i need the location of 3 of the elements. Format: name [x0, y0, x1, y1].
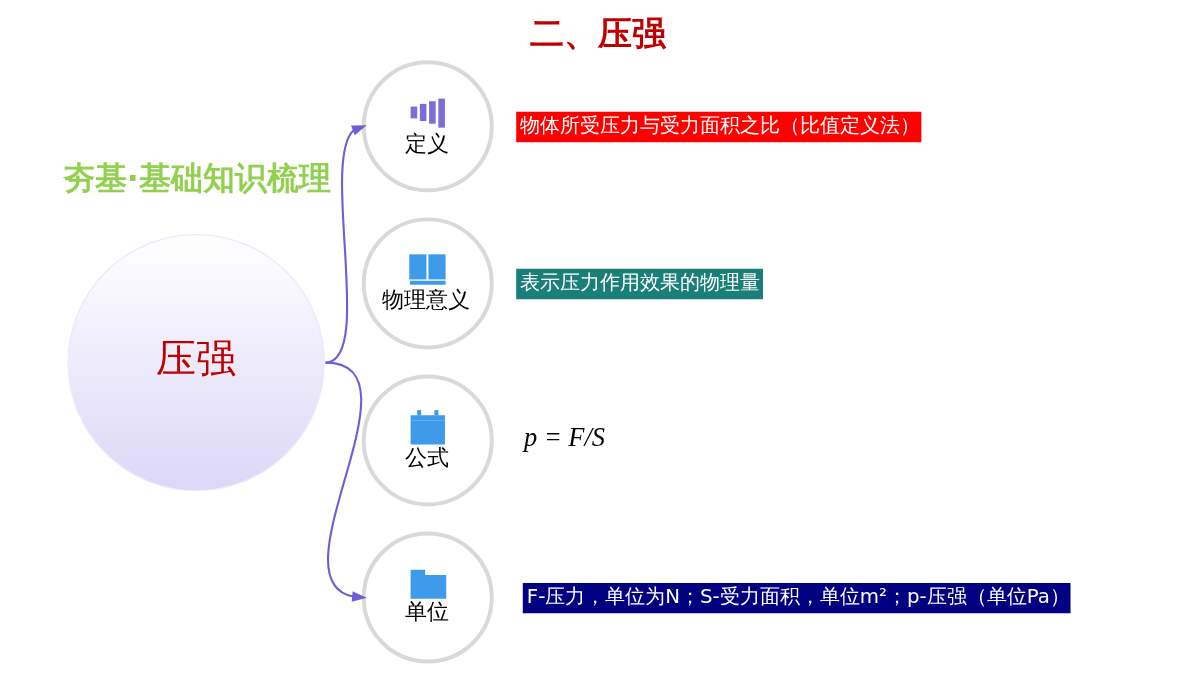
- node-label: p = F/S: [524, 421, 605, 452]
- diagram-title: 二、压强: [530, 12, 667, 53]
- label: 夯基·基础知识梳理: [62, 159, 331, 196]
